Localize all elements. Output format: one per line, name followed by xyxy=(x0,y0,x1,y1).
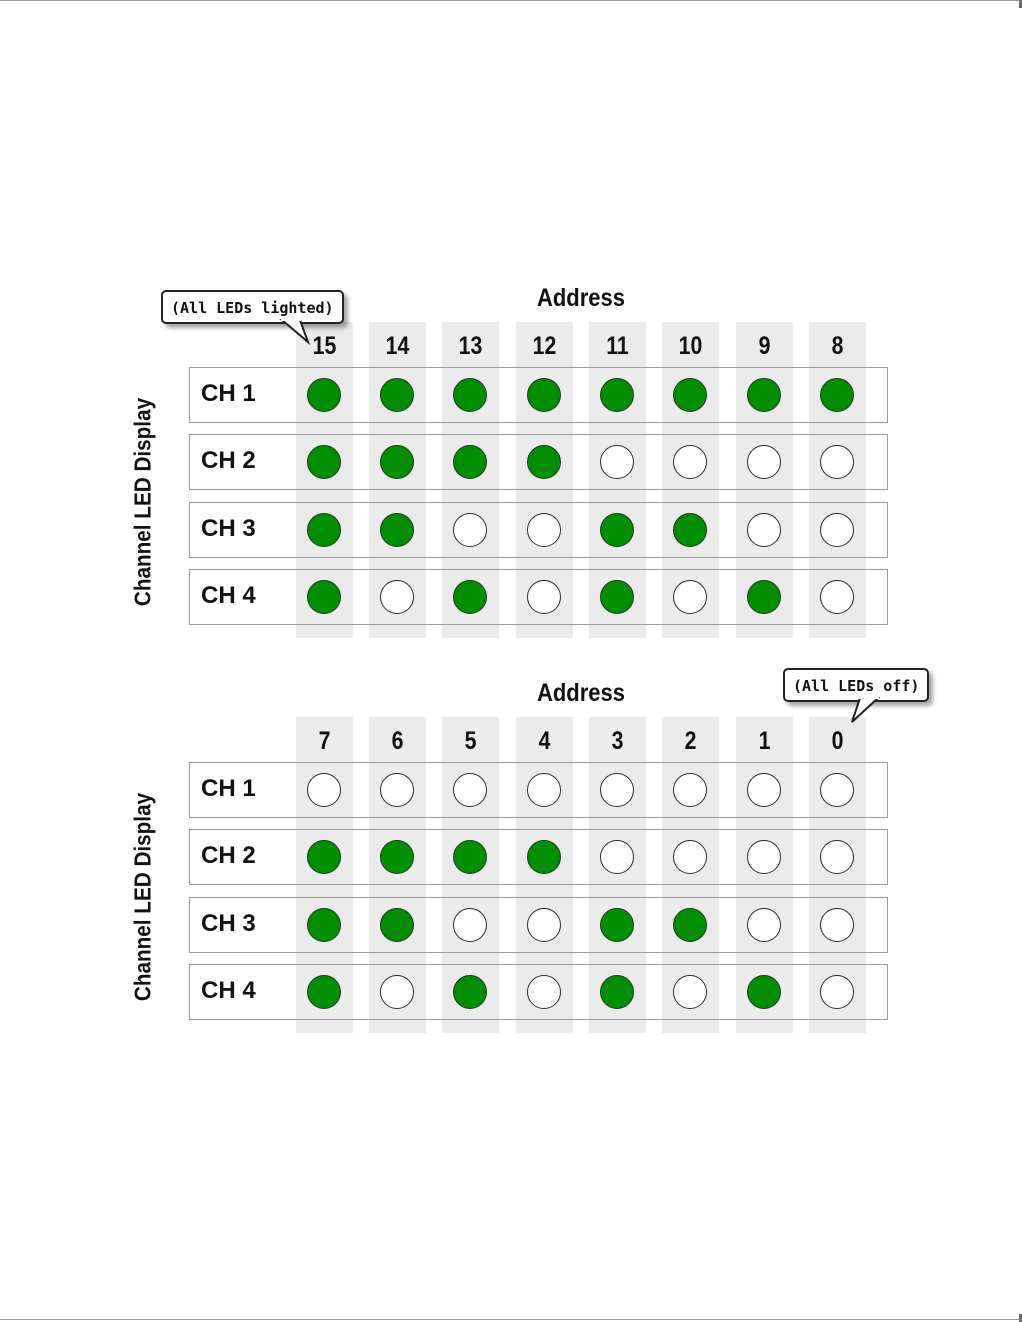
led-on-indicator xyxy=(307,445,341,479)
led-off-indicator xyxy=(747,840,781,874)
led-on-indicator xyxy=(307,908,341,942)
address-number: 12 xyxy=(520,332,568,361)
led-off-indicator xyxy=(820,908,854,942)
led-on-indicator xyxy=(453,840,487,874)
callout-all-lighted: (All LEDs lighted) xyxy=(161,290,344,324)
led-on-indicator xyxy=(600,513,634,547)
led-off-indicator xyxy=(453,908,487,942)
led-off-indicator xyxy=(747,773,781,807)
address-number: 1 xyxy=(740,727,788,756)
led-on-indicator xyxy=(673,378,707,412)
led-on-indicator xyxy=(453,378,487,412)
led-on-indicator xyxy=(527,445,561,479)
led-off-indicator xyxy=(453,513,487,547)
led-on-indicator xyxy=(673,513,707,547)
channel-led-display-label: Channel LED Display xyxy=(130,394,157,610)
channel-label: CH 4 xyxy=(201,977,291,1005)
address-number: 5 xyxy=(446,727,494,756)
led-on-indicator xyxy=(307,513,341,547)
address-number: 9 xyxy=(740,332,788,361)
led-off-indicator xyxy=(820,513,854,547)
led-on-indicator xyxy=(307,580,341,614)
channel-label: CH 3 xyxy=(201,515,291,543)
led-off-indicator xyxy=(527,513,561,547)
led-off-indicator xyxy=(673,975,707,1009)
led-on-indicator xyxy=(380,840,414,874)
led-on-indicator xyxy=(673,908,707,942)
callout-tail xyxy=(846,698,886,728)
led-on-indicator xyxy=(527,378,561,412)
led-on-indicator xyxy=(307,378,341,412)
led-on-indicator xyxy=(747,378,781,412)
led-off-indicator xyxy=(820,580,854,614)
led-on-indicator xyxy=(600,378,634,412)
led-off-indicator xyxy=(820,840,854,874)
led-off-indicator xyxy=(380,580,414,614)
led-off-indicator xyxy=(673,445,707,479)
led-off-indicator xyxy=(527,975,561,1009)
led-off-indicator xyxy=(747,513,781,547)
led-on-indicator xyxy=(380,378,414,412)
address-number: 7 xyxy=(300,727,348,756)
address-number: 4 xyxy=(520,727,568,756)
channel-label: CH 4 xyxy=(201,582,291,610)
address-number: 6 xyxy=(373,727,421,756)
led-on-indicator xyxy=(453,975,487,1009)
led-off-indicator xyxy=(747,445,781,479)
led-on-indicator xyxy=(820,378,854,412)
callout-all-off: (All LEDs off) xyxy=(783,668,929,702)
led-on-indicator xyxy=(747,580,781,614)
address-number: 10 xyxy=(666,332,714,361)
address-number: 2 xyxy=(666,727,714,756)
led-off-indicator xyxy=(820,445,854,479)
led-off-indicator xyxy=(380,975,414,1009)
bottom-rule xyxy=(0,1319,1022,1320)
led-on-indicator xyxy=(600,975,634,1009)
led-on-indicator xyxy=(747,975,781,1009)
led-off-indicator xyxy=(600,773,634,807)
address-number: 8 xyxy=(813,332,861,361)
led-on-indicator xyxy=(380,445,414,479)
address-title: Address xyxy=(493,284,669,313)
channel-label: CH 1 xyxy=(201,775,291,803)
led-on-indicator xyxy=(307,840,341,874)
address-number: 14 xyxy=(373,332,421,361)
led-off-indicator xyxy=(673,773,707,807)
led-off-indicator xyxy=(673,580,707,614)
address-number: 15 xyxy=(300,332,348,361)
led-off-indicator xyxy=(820,773,854,807)
led-off-indicator xyxy=(307,773,341,807)
led-on-indicator xyxy=(380,513,414,547)
led-off-indicator xyxy=(820,975,854,1009)
led-off-indicator xyxy=(673,840,707,874)
address-number: 3 xyxy=(593,727,641,756)
channel-label: CH 2 xyxy=(201,447,291,475)
channel-led-display-label: Channel LED Display xyxy=(130,789,157,1005)
led-on-indicator xyxy=(307,975,341,1009)
led-off-indicator xyxy=(527,580,561,614)
led-off-indicator xyxy=(747,908,781,942)
channel-label: CH 3 xyxy=(201,910,291,938)
led-on-indicator xyxy=(527,840,561,874)
led-off-indicator xyxy=(527,908,561,942)
address-title: Address xyxy=(493,679,669,708)
address-number: 11 xyxy=(593,332,641,361)
channel-label: CH 1 xyxy=(201,380,291,408)
address-number: 13 xyxy=(446,332,494,361)
channel-label: CH 2 xyxy=(201,842,291,870)
led-on-indicator xyxy=(600,908,634,942)
led-on-indicator xyxy=(380,908,414,942)
led-off-indicator xyxy=(527,773,561,807)
led-off-indicator xyxy=(380,773,414,807)
led-panel-upper: Address Channel LED Display (All LEDs li… xyxy=(0,280,1022,670)
led-off-indicator xyxy=(453,773,487,807)
led-off-indicator xyxy=(600,840,634,874)
address-number: 0 xyxy=(813,727,861,756)
top-rule xyxy=(0,0,1022,1)
led-on-indicator xyxy=(600,580,634,614)
led-panel-lower: Address Channel LED Display (All LEDs of… xyxy=(0,675,1022,1065)
led-on-indicator xyxy=(453,445,487,479)
led-off-indicator xyxy=(600,445,634,479)
led-on-indicator xyxy=(453,580,487,614)
